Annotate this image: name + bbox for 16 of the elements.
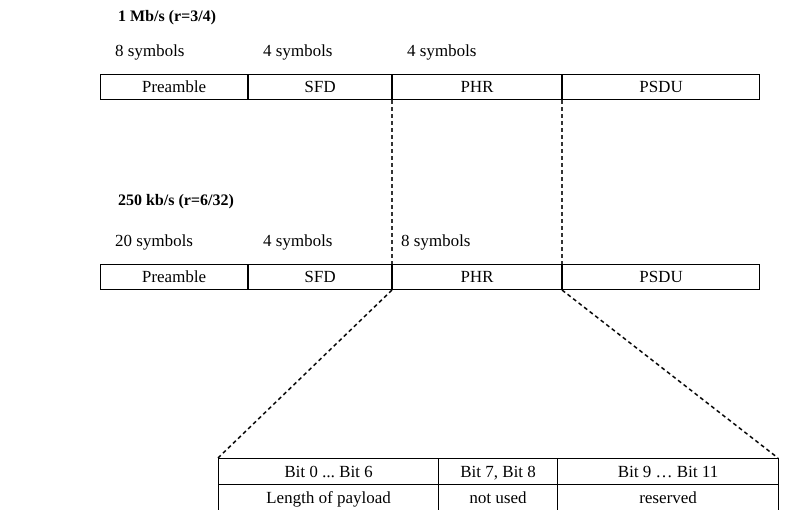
frame-field: PSDU: [562, 264, 760, 290]
frame-field: PSDU: [562, 74, 760, 100]
symbol-count: 8 symbols: [115, 41, 184, 61]
expansion-line: [562, 289, 778, 459]
symbol-count: 8 symbols: [401, 231, 470, 251]
data-rate-heading: 250 kb/s (r=6/32): [118, 192, 234, 210]
bit-table: [218, 458, 778, 509]
symbol-count: 4 symbols: [263, 41, 332, 61]
symbol-count: 4 symbols: [263, 231, 332, 251]
table-cell: reserved: [557, 484, 779, 510]
data-rate-heading: 1 Mb/s (r=3/4): [118, 8, 216, 26]
expansion-line: [391, 100, 393, 264]
expansion-line: [561, 100, 563, 264]
expansion-line: [217, 289, 393, 459]
symbol-count: 20 symbols: [115, 231, 193, 251]
symbol-count: 4 symbols: [407, 41, 476, 61]
